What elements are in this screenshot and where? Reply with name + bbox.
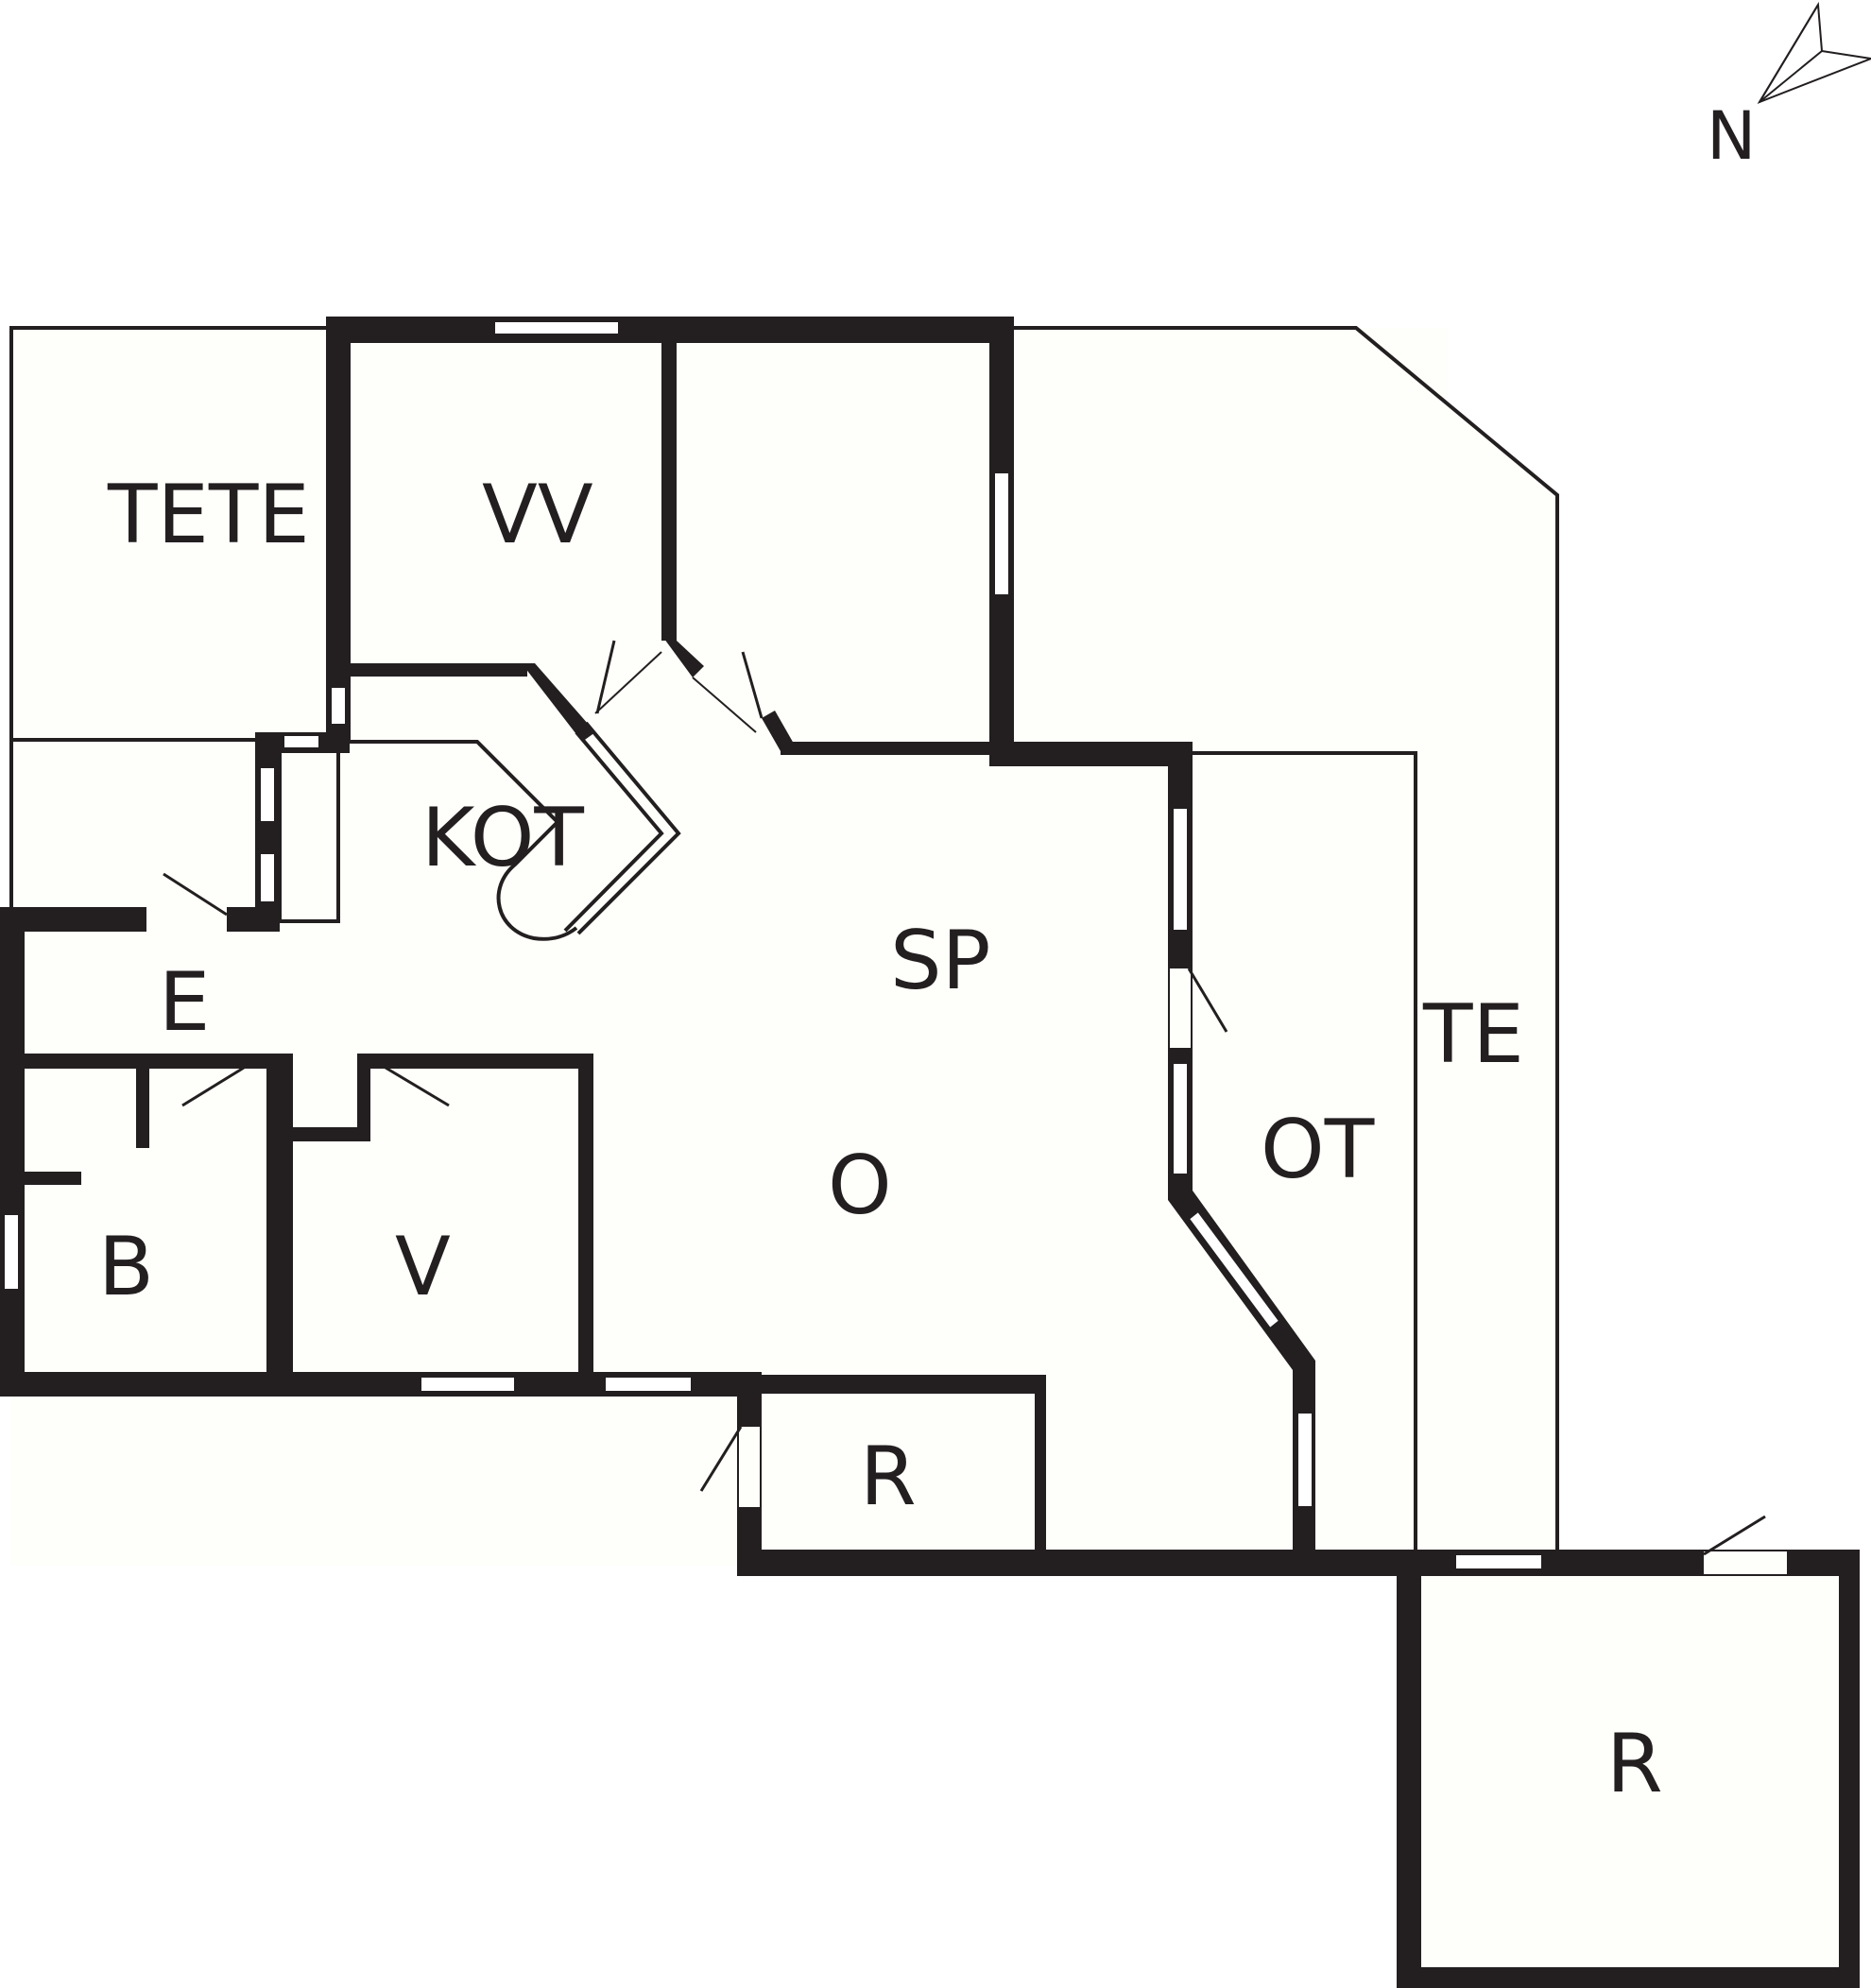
room-label-v: V bbox=[395, 1220, 451, 1314]
room-label-e: E bbox=[159, 955, 210, 1050]
room-label-r-small: R bbox=[860, 1430, 917, 1524]
room-label-tete: TETE bbox=[107, 468, 310, 562]
room-label-vv: VV bbox=[482, 468, 593, 562]
room-label-kot: KOT bbox=[421, 791, 584, 885]
room-label-te: TE bbox=[1422, 987, 1524, 1082]
windows bbox=[3, 320, 1543, 1570]
north-arrow-icon bbox=[1757, 1, 1871, 104]
room-label-o: O bbox=[828, 1139, 892, 1233]
room-label-b: B bbox=[98, 1220, 154, 1314]
room-label-sp: SP bbox=[890, 914, 990, 1008]
north-label: N bbox=[1707, 97, 1756, 175]
room-label-r-large: R bbox=[1606, 1717, 1663, 1811]
room-label-ot: OT bbox=[1261, 1103, 1375, 1197]
floor-fill bbox=[11, 328, 1839, 1978]
doors bbox=[163, 640, 1787, 1574]
